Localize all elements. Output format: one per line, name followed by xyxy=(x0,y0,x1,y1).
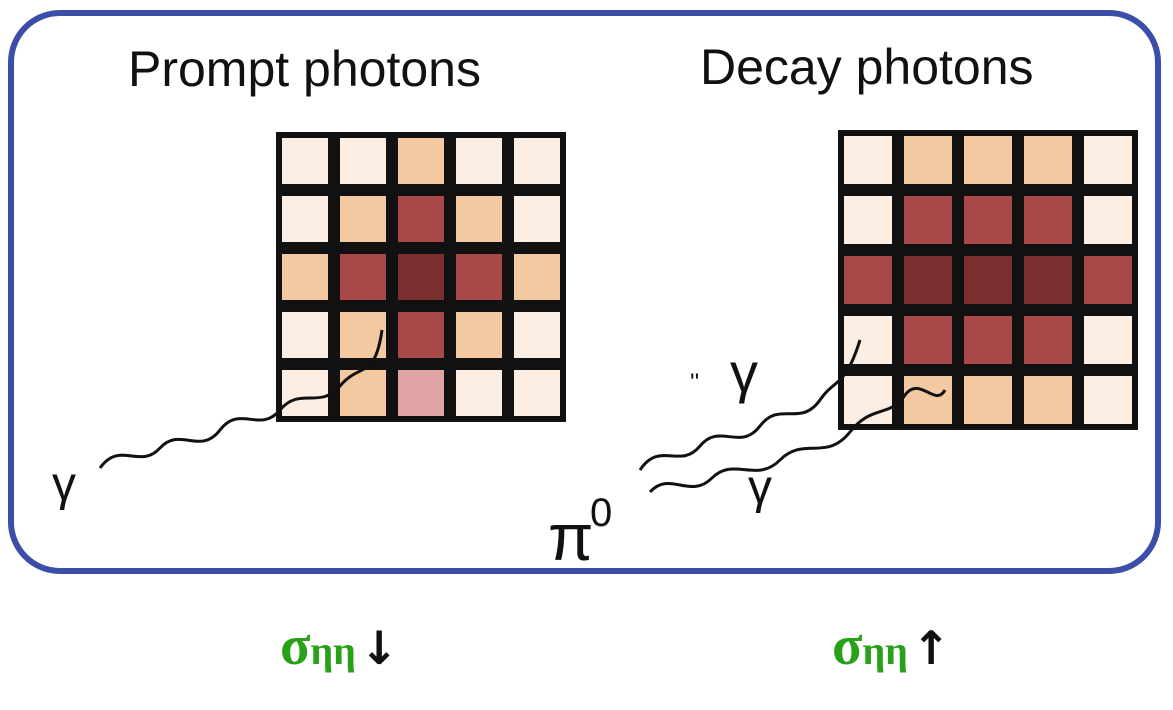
grid-cell xyxy=(1024,316,1072,364)
decay-photon-wave-2 xyxy=(648,387,947,494)
sigma-subscript: ηη xyxy=(862,628,908,673)
sigma-eta-eta-low-label: σηη↓ xyxy=(280,618,398,674)
grid-cell xyxy=(340,196,386,242)
sigma-symbol: σ xyxy=(280,615,311,677)
grid-cell xyxy=(964,256,1012,304)
grid-cell xyxy=(844,136,892,184)
pion-charge: 0 xyxy=(590,491,612,535)
grid-cell xyxy=(1084,136,1132,184)
grid-cell xyxy=(282,254,328,300)
grid-cell xyxy=(904,256,952,304)
grid-cell xyxy=(844,256,892,304)
grid-cell xyxy=(340,370,386,416)
grid-cell xyxy=(340,254,386,300)
up-arrow-icon: ↑ xyxy=(911,621,951,675)
panel-frame xyxy=(8,10,1161,574)
grid-cell xyxy=(964,376,1012,424)
grid-cell xyxy=(340,138,386,184)
grid-cell xyxy=(1024,376,1072,424)
decay-photon-symbol-2: γ xyxy=(748,461,772,514)
grid-cell xyxy=(340,312,386,358)
prompt-photons-title: Prompt photons xyxy=(128,41,481,97)
decay-photon-symbol-1: γ xyxy=(730,341,758,404)
decay-photons-title: Decay photons xyxy=(700,39,1034,95)
grid-cell xyxy=(904,376,952,424)
grid-cell xyxy=(282,138,328,184)
grid-cell xyxy=(282,196,328,242)
grid-cell xyxy=(398,312,444,358)
grid-cell xyxy=(1084,196,1132,244)
grid-cell xyxy=(1084,316,1132,364)
grid-cell xyxy=(282,370,328,416)
pion-symbol: π xyxy=(548,500,594,574)
grid-cell xyxy=(456,312,502,358)
decay-calorimeter-grid xyxy=(838,130,1138,430)
grid-cell xyxy=(282,312,328,358)
grid-cell xyxy=(964,136,1012,184)
down-arrow-icon: ↓ xyxy=(359,621,399,675)
grid-cell xyxy=(514,312,560,358)
grid-cell xyxy=(398,254,444,300)
grid-cell xyxy=(456,138,502,184)
grid-cell xyxy=(1084,256,1132,304)
grid-cell xyxy=(398,196,444,242)
grid-cell xyxy=(844,316,892,364)
grid-cell xyxy=(904,196,952,244)
grid-cell xyxy=(1024,256,1072,304)
grid-cell xyxy=(964,316,1012,364)
grid-cell xyxy=(398,138,444,184)
prompt-photon-wave xyxy=(98,329,384,469)
grid-cell xyxy=(398,370,444,416)
prompt-photon-symbol: γ xyxy=(52,458,76,511)
grid-cell xyxy=(456,370,502,416)
grid-cell xyxy=(1024,196,1072,244)
grid-cell xyxy=(514,138,560,184)
grid-cell xyxy=(514,254,560,300)
sigma-symbol: σ xyxy=(832,615,863,677)
grid-cell xyxy=(456,254,502,300)
grid-cell xyxy=(514,370,560,416)
grid-cell xyxy=(1024,136,1072,184)
grid-cell xyxy=(904,136,952,184)
sigma-eta-eta-high-label: σηη↑ xyxy=(832,618,950,674)
prompt-calorimeter-grid xyxy=(276,132,566,422)
sigma-subscript: ηη xyxy=(310,628,356,673)
grid-cell xyxy=(964,196,1012,244)
decay-photon-tick-marks: '' xyxy=(690,369,699,396)
grid-cell xyxy=(1084,376,1132,424)
grid-cell xyxy=(514,196,560,242)
grid-cell xyxy=(904,316,952,364)
grid-cell xyxy=(456,196,502,242)
decay-photon-wave-1 xyxy=(638,339,862,471)
grid-cell xyxy=(844,196,892,244)
